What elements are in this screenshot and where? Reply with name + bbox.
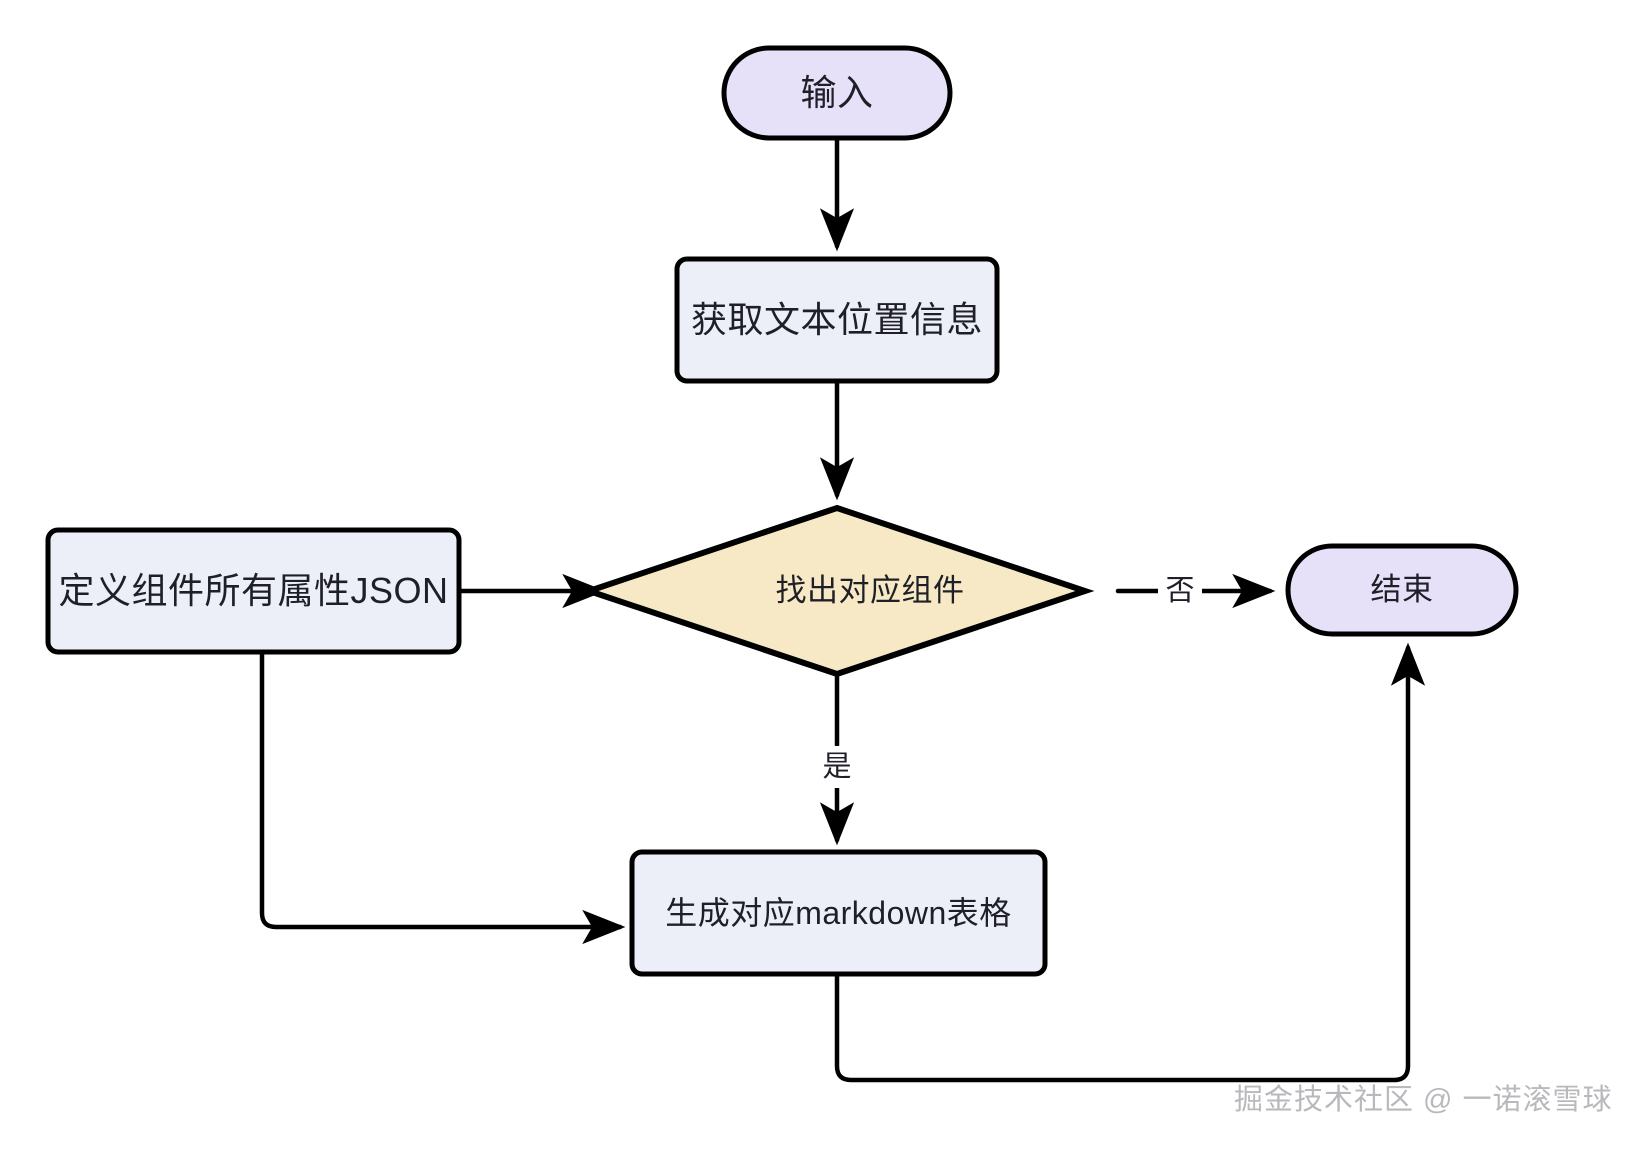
node-find-component[interactable] [579,504,1095,678]
node-generate-markdown[interactable] [629,849,1048,977]
watermark-text: 掘金技术社区 @ 一诺滚雪球 [1234,1084,1613,1116]
node-define-json[interactable] [45,527,462,655]
node-input[interactable] [721,45,953,141]
node-get-text-position[interactable] [674,256,1000,384]
edge-define-json-to-markdown [259,649,626,945]
edge-markdown-to-end [834,642,1426,1083]
node-end[interactable] [1285,543,1519,637]
